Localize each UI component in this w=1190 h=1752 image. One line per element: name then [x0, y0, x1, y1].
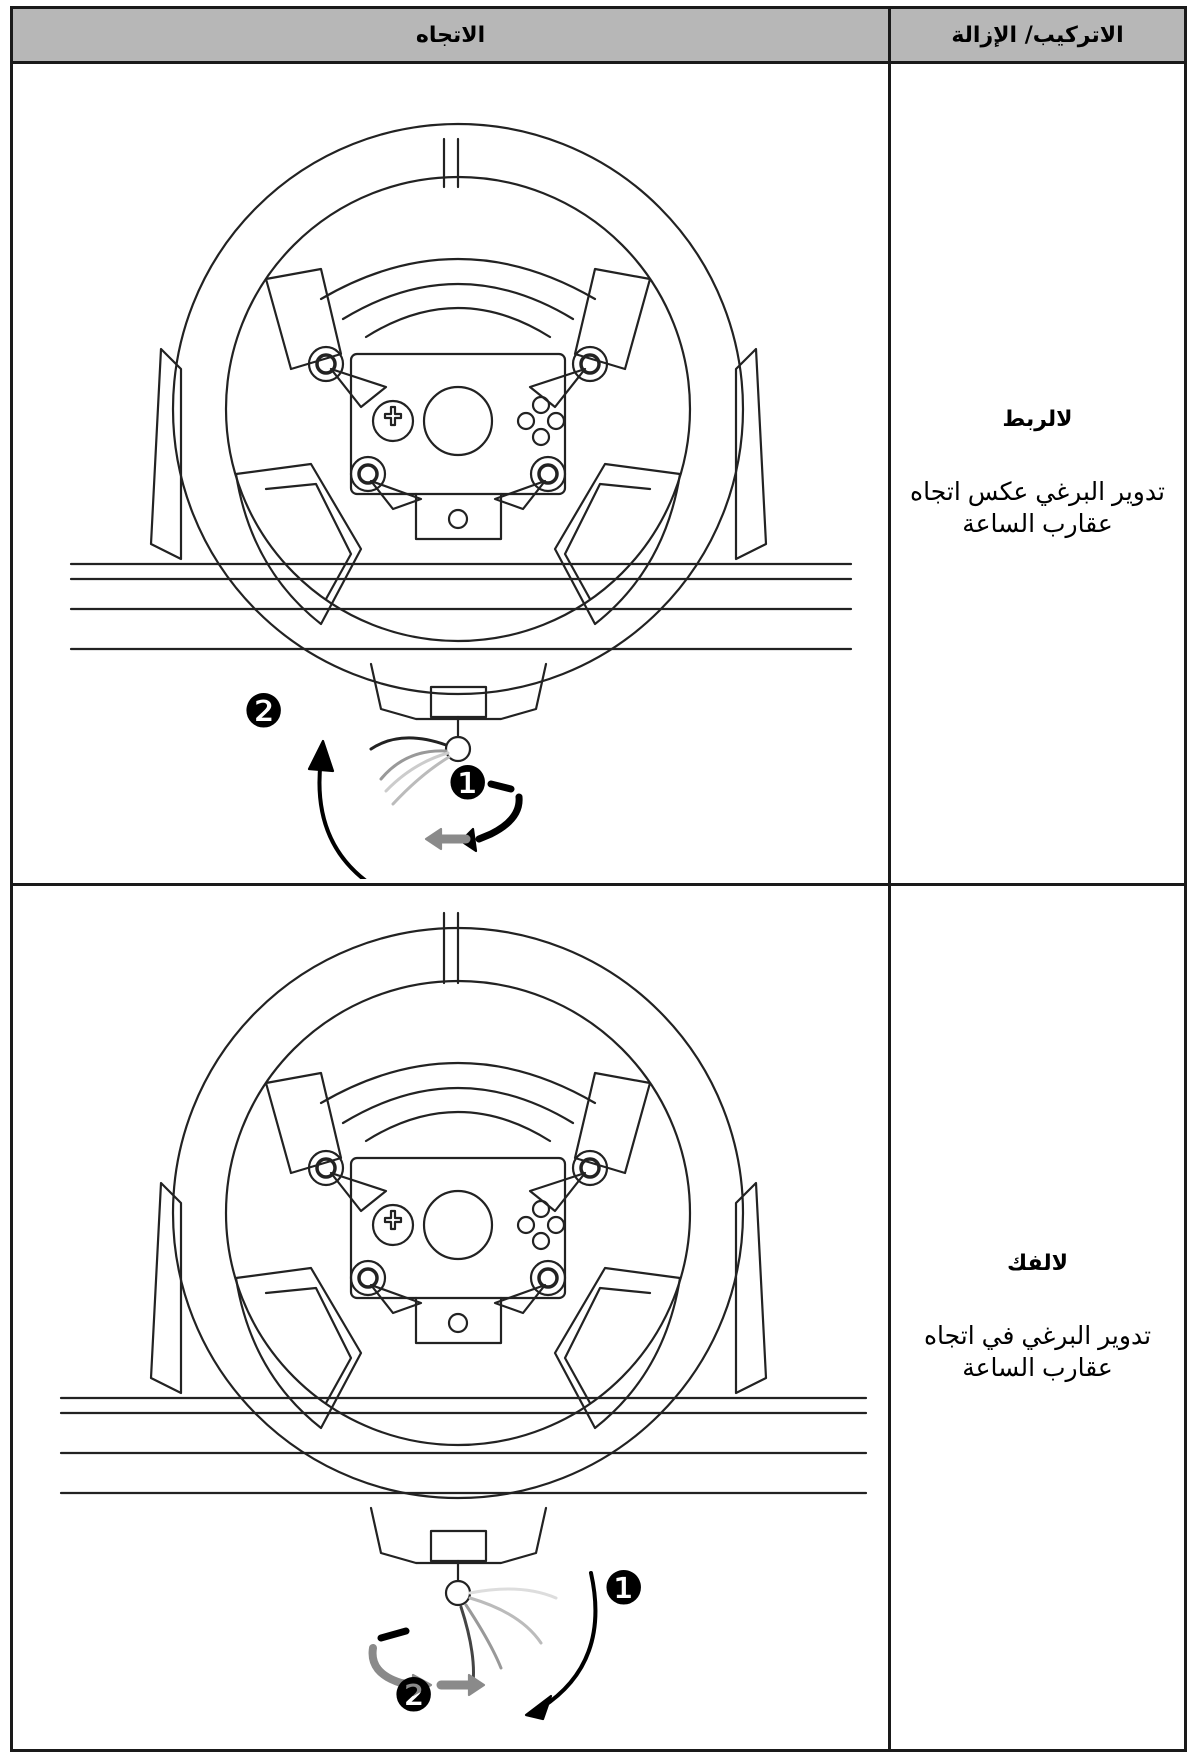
instruction-table: الاتجاه الاتركيب/ الإزالة	[10, 6, 1187, 1752]
steering-wheel-icon	[171, 122, 744, 695]
attach-text-cell: لالربط تدوير البرغي عكس اتجاه عقارب السا…	[888, 61, 1187, 886]
steering-wheel-attach-drawing	[69, 122, 852, 879]
table-row: لالربط تدوير البرغي عكس اتجاه عقارب السا…	[10, 61, 1187, 886]
header-action: الاتركيب/ الإزالة	[888, 6, 1187, 64]
detach-description-line1: تدوير البرغي في اتجاه	[923, 1322, 1152, 1350]
attach-title: لالربط	[1002, 407, 1073, 432]
clockwise-arrow-icon	[368, 1570, 597, 1720]
clamp-screw-icon	[444, 1559, 557, 1684]
wheel-base-icon	[59, 1181, 867, 1564]
detach-step-1-badge: ❶	[603, 1561, 645, 1615]
table-header-row: الاتجاه الاتركيب/ الإزالة	[10, 6, 1187, 64]
counterclockwise-arrow-icon	[307, 739, 523, 879]
attach-step-1-badge: ❶	[447, 756, 489, 810]
detach-illustration-cell	[10, 883, 891, 1752]
header-direction: الاتجاه	[10, 6, 891, 64]
attach-description-line2: عقارب الساعة	[962, 510, 1113, 538]
detach-title: لالفك	[1007, 1251, 1068, 1276]
clamp-screw-icon	[369, 715, 471, 805]
attach-step-2-badge: ❷	[243, 684, 285, 738]
steering-wheel-icon	[171, 911, 744, 1499]
wheel-base-icon	[69, 347, 852, 720]
attach-illustration-cell	[10, 61, 891, 886]
attach-description-line1: تدوير البرغي عكس اتجاه	[910, 478, 1165, 506]
table-row: لالفك تدوير البرغي في اتجاه عقارب الساعة	[10, 883, 1187, 1752]
detach-step-2-badge: ❷	[393, 1668, 435, 1722]
detach-description-line2: عقارب الساعة	[962, 1354, 1113, 1382]
steering-wheel-detach-drawing	[59, 911, 867, 1720]
detach-text-cell: لالفك تدوير البرغي في اتجاه عقارب الساعة	[888, 883, 1187, 1752]
